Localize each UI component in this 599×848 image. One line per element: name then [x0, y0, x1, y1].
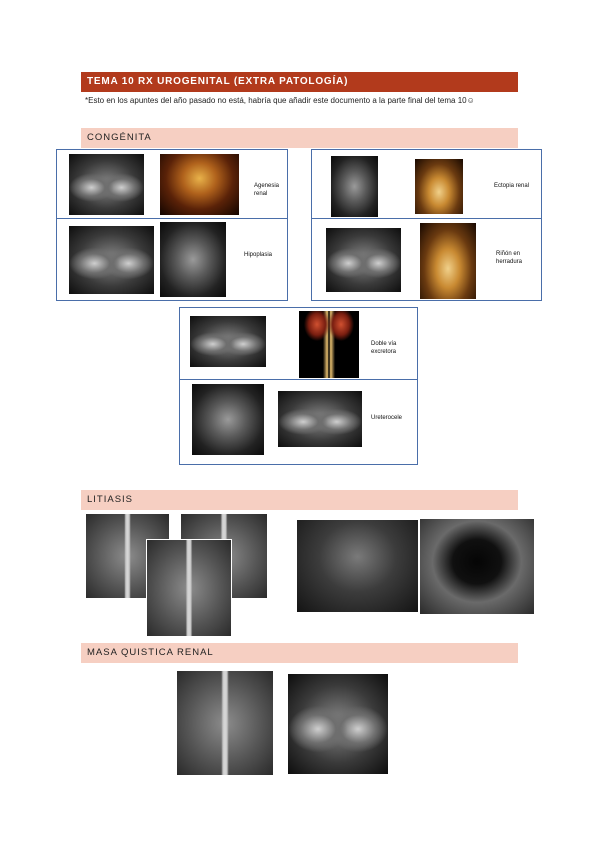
- label-agenesia: Agenesia renal: [254, 183, 280, 197]
- herradura-3d-image: [420, 223, 476, 299]
- label-doble-via: Doble vía excretora: [371, 341, 397, 355]
- document-note: *Esto en los apuntes del año pasado no e…: [85, 96, 475, 105]
- hipoplasia-coronal-image: [160, 222, 226, 297]
- document-title: TEMA 10 RX UROGENITAL (EXTRA PATOLOGÍA): [81, 72, 518, 92]
- section-litiasis-header: LITIASIS: [81, 490, 518, 510]
- congenital-panel-center: Doble vía excretora Ureterocele: [179, 307, 418, 465]
- section-congenita-header: CONGÉNITA: [81, 128, 518, 148]
- litiasis-ultrasound-2: [420, 519, 534, 614]
- litiasis-ultrasound-1: [297, 520, 418, 612]
- herradura-ct-image: [326, 228, 401, 292]
- doble-via-urogram-image: [299, 311, 359, 378]
- label-ectopia: Ectopia renal: [494, 183, 530, 189]
- masa-ct-image: [288, 674, 388, 774]
- ureterocele-coronal-image: [192, 384, 264, 455]
- ectopia-ct-image: [331, 156, 378, 217]
- masa-xray-image: [177, 671, 273, 775]
- label-ureterocele: Ureterocele: [371, 415, 403, 421]
- label-herradura: Riñón en herradura: [496, 251, 523, 265]
- agenesia-3d-image: [160, 154, 239, 215]
- ectopia-3d-image: [415, 159, 463, 214]
- litiasis-xray-3: [147, 540, 231, 636]
- agenesia-ct-image: [69, 154, 144, 215]
- hipoplasia-ct-image: [69, 226, 154, 294]
- ureterocele-ct-image: [278, 391, 362, 447]
- congenital-panel-right: Ectopia renal Riñón en herradura: [311, 149, 542, 301]
- doble-via-ct-image: [190, 316, 266, 367]
- section-masa-header: MASA QUISTICA RENAL: [81, 643, 518, 663]
- label-hipoplasia: Hipoplasia: [244, 252, 273, 258]
- congenital-panel-left: Agenesia renal Hipoplasia: [56, 149, 288, 301]
